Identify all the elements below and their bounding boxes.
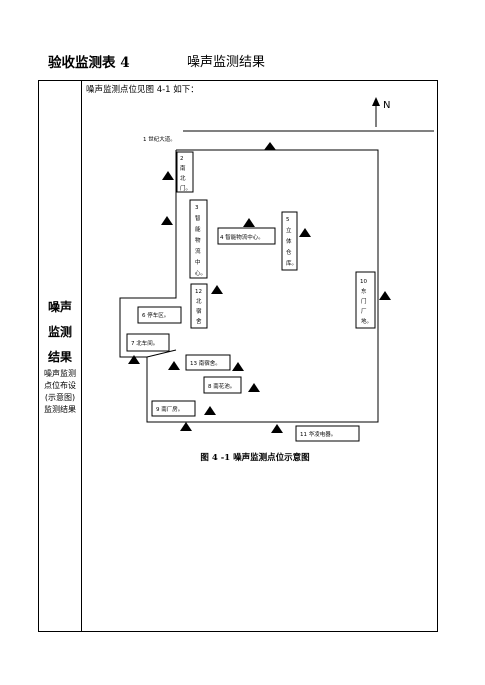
- sidebar-title-line-1: 噪声: [47, 300, 72, 314]
- point-label-8: 8 南花池。: [208, 382, 235, 390]
- north-label: N: [383, 100, 390, 111]
- point-box-10: [355, 271, 376, 329]
- monitoring-point-marker-icon: [161, 216, 173, 225]
- point-label-5: 仓: [286, 248, 292, 256]
- table-frame: [38, 80, 438, 632]
- point-label-2: 南: [180, 164, 186, 172]
- point-box-13: [185, 354, 231, 371]
- figure-caption: 图 4 -1 噪声监测点位示意图: [200, 453, 310, 463]
- point-label-10: 厂: [361, 308, 367, 315]
- point-label-3: 物: [195, 236, 201, 244]
- point-label-3: 心。: [195, 270, 206, 277]
- point-box-6: [137, 306, 182, 324]
- point-label-13: 13 南宿舍。: [190, 359, 221, 367]
- sidebar-subtitle-line: 噪声监测: [44, 369, 76, 378]
- point-box-3: [189, 199, 208, 279]
- point-box-12: [190, 283, 208, 329]
- point-label-3: 中: [195, 258, 201, 266]
- monitoring-point-marker-icon: [128, 355, 140, 364]
- intro-text: 噪声监测点位见图 4-1 如下：: [86, 85, 199, 95]
- point-label-10: 东: [361, 287, 367, 295]
- table-title: 验收监测表 4: [48, 55, 130, 71]
- monitoring-point-marker-icon: [211, 285, 223, 294]
- point-label-4: 4 智能物流中心。: [220, 233, 264, 241]
- point-box-8: [203, 376, 242, 394]
- site-boundary: [119, 149, 379, 423]
- point-label-2: 门。: [180, 184, 191, 192]
- monitoring-point-marker-icon: [168, 361, 180, 370]
- point-box-7: [126, 333, 170, 352]
- point-box-11: [295, 425, 360, 442]
- point-label-2: 2: [180, 156, 184, 162]
- monitoring-point-marker-icon: [248, 383, 260, 392]
- sidebar-subtitle-line: (示意图): [44, 393, 76, 402]
- point-label-2: 北: [180, 174, 186, 182]
- point-label-10: 10: [360, 279, 367, 285]
- point-box-4: [217, 227, 276, 245]
- point-label-11: 11 华凌电器。: [300, 430, 336, 438]
- point-label-10: 地。: [361, 317, 372, 325]
- point-label-12: 12: [195, 289, 202, 295]
- point-box-5: [281, 211, 298, 271]
- point-label-3: 3: [195, 205, 199, 211]
- point-label-3: 流: [195, 247, 201, 255]
- point-label-7: 7 北车间。: [131, 339, 158, 347]
- point-label-5: 5: [286, 217, 290, 223]
- monitoring-point-marker-icon: [379, 291, 391, 300]
- point-label-5: 库。: [286, 259, 297, 267]
- point-label-9: 9 南厂房。: [156, 405, 183, 413]
- monitoring-point-marker-icon: [204, 406, 216, 415]
- point-label-1: 1 世纪大道。: [143, 135, 176, 143]
- monitoring-point-marker-icon: [243, 218, 255, 227]
- section-title: 噪声监测结果: [187, 55, 266, 70]
- monitoring-point-marker-icon: [264, 142, 276, 150]
- monitoring-point-marker-icon: [271, 424, 283, 433]
- point-label-6: 6 停车区。: [142, 311, 169, 319]
- point-box-9: [151, 400, 196, 417]
- sidebar-subtitle-line: 监测结果: [44, 405, 76, 414]
- sidebar-title-line-3: 结果: [47, 350, 72, 364]
- column-divider: [81, 80, 82, 632]
- monitoring-point-marker-icon: [162, 171, 174, 180]
- point-label-3: 智: [195, 214, 201, 222]
- point-label-3: 能: [195, 225, 201, 233]
- north-arrow-head-icon: [372, 97, 380, 106]
- point-box-2: [176, 151, 194, 193]
- point-label-5: 体: [286, 237, 292, 245]
- point-label-12: 舍: [196, 317, 202, 325]
- point-label-12: 宿: [196, 307, 202, 315]
- point-label-5: 立: [286, 226, 292, 234]
- monitoring-point-marker-icon: [299, 228, 311, 237]
- sidebar-subtitle-line: 点位布设: [44, 381, 76, 390]
- monitoring-point-marker-icon: [232, 362, 244, 371]
- point-label-12: 北: [196, 297, 202, 305]
- monitoring-point-marker-icon: [180, 422, 192, 431]
- sidebar-title-line-2: 监测: [47, 325, 72, 339]
- site-boundary-joint: [146, 349, 177, 358]
- point-label-10: 门: [361, 297, 367, 305]
- sidebar-subtitle: 噪声监测 点位布设 (示意图) 监测结果: [40, 368, 80, 416]
